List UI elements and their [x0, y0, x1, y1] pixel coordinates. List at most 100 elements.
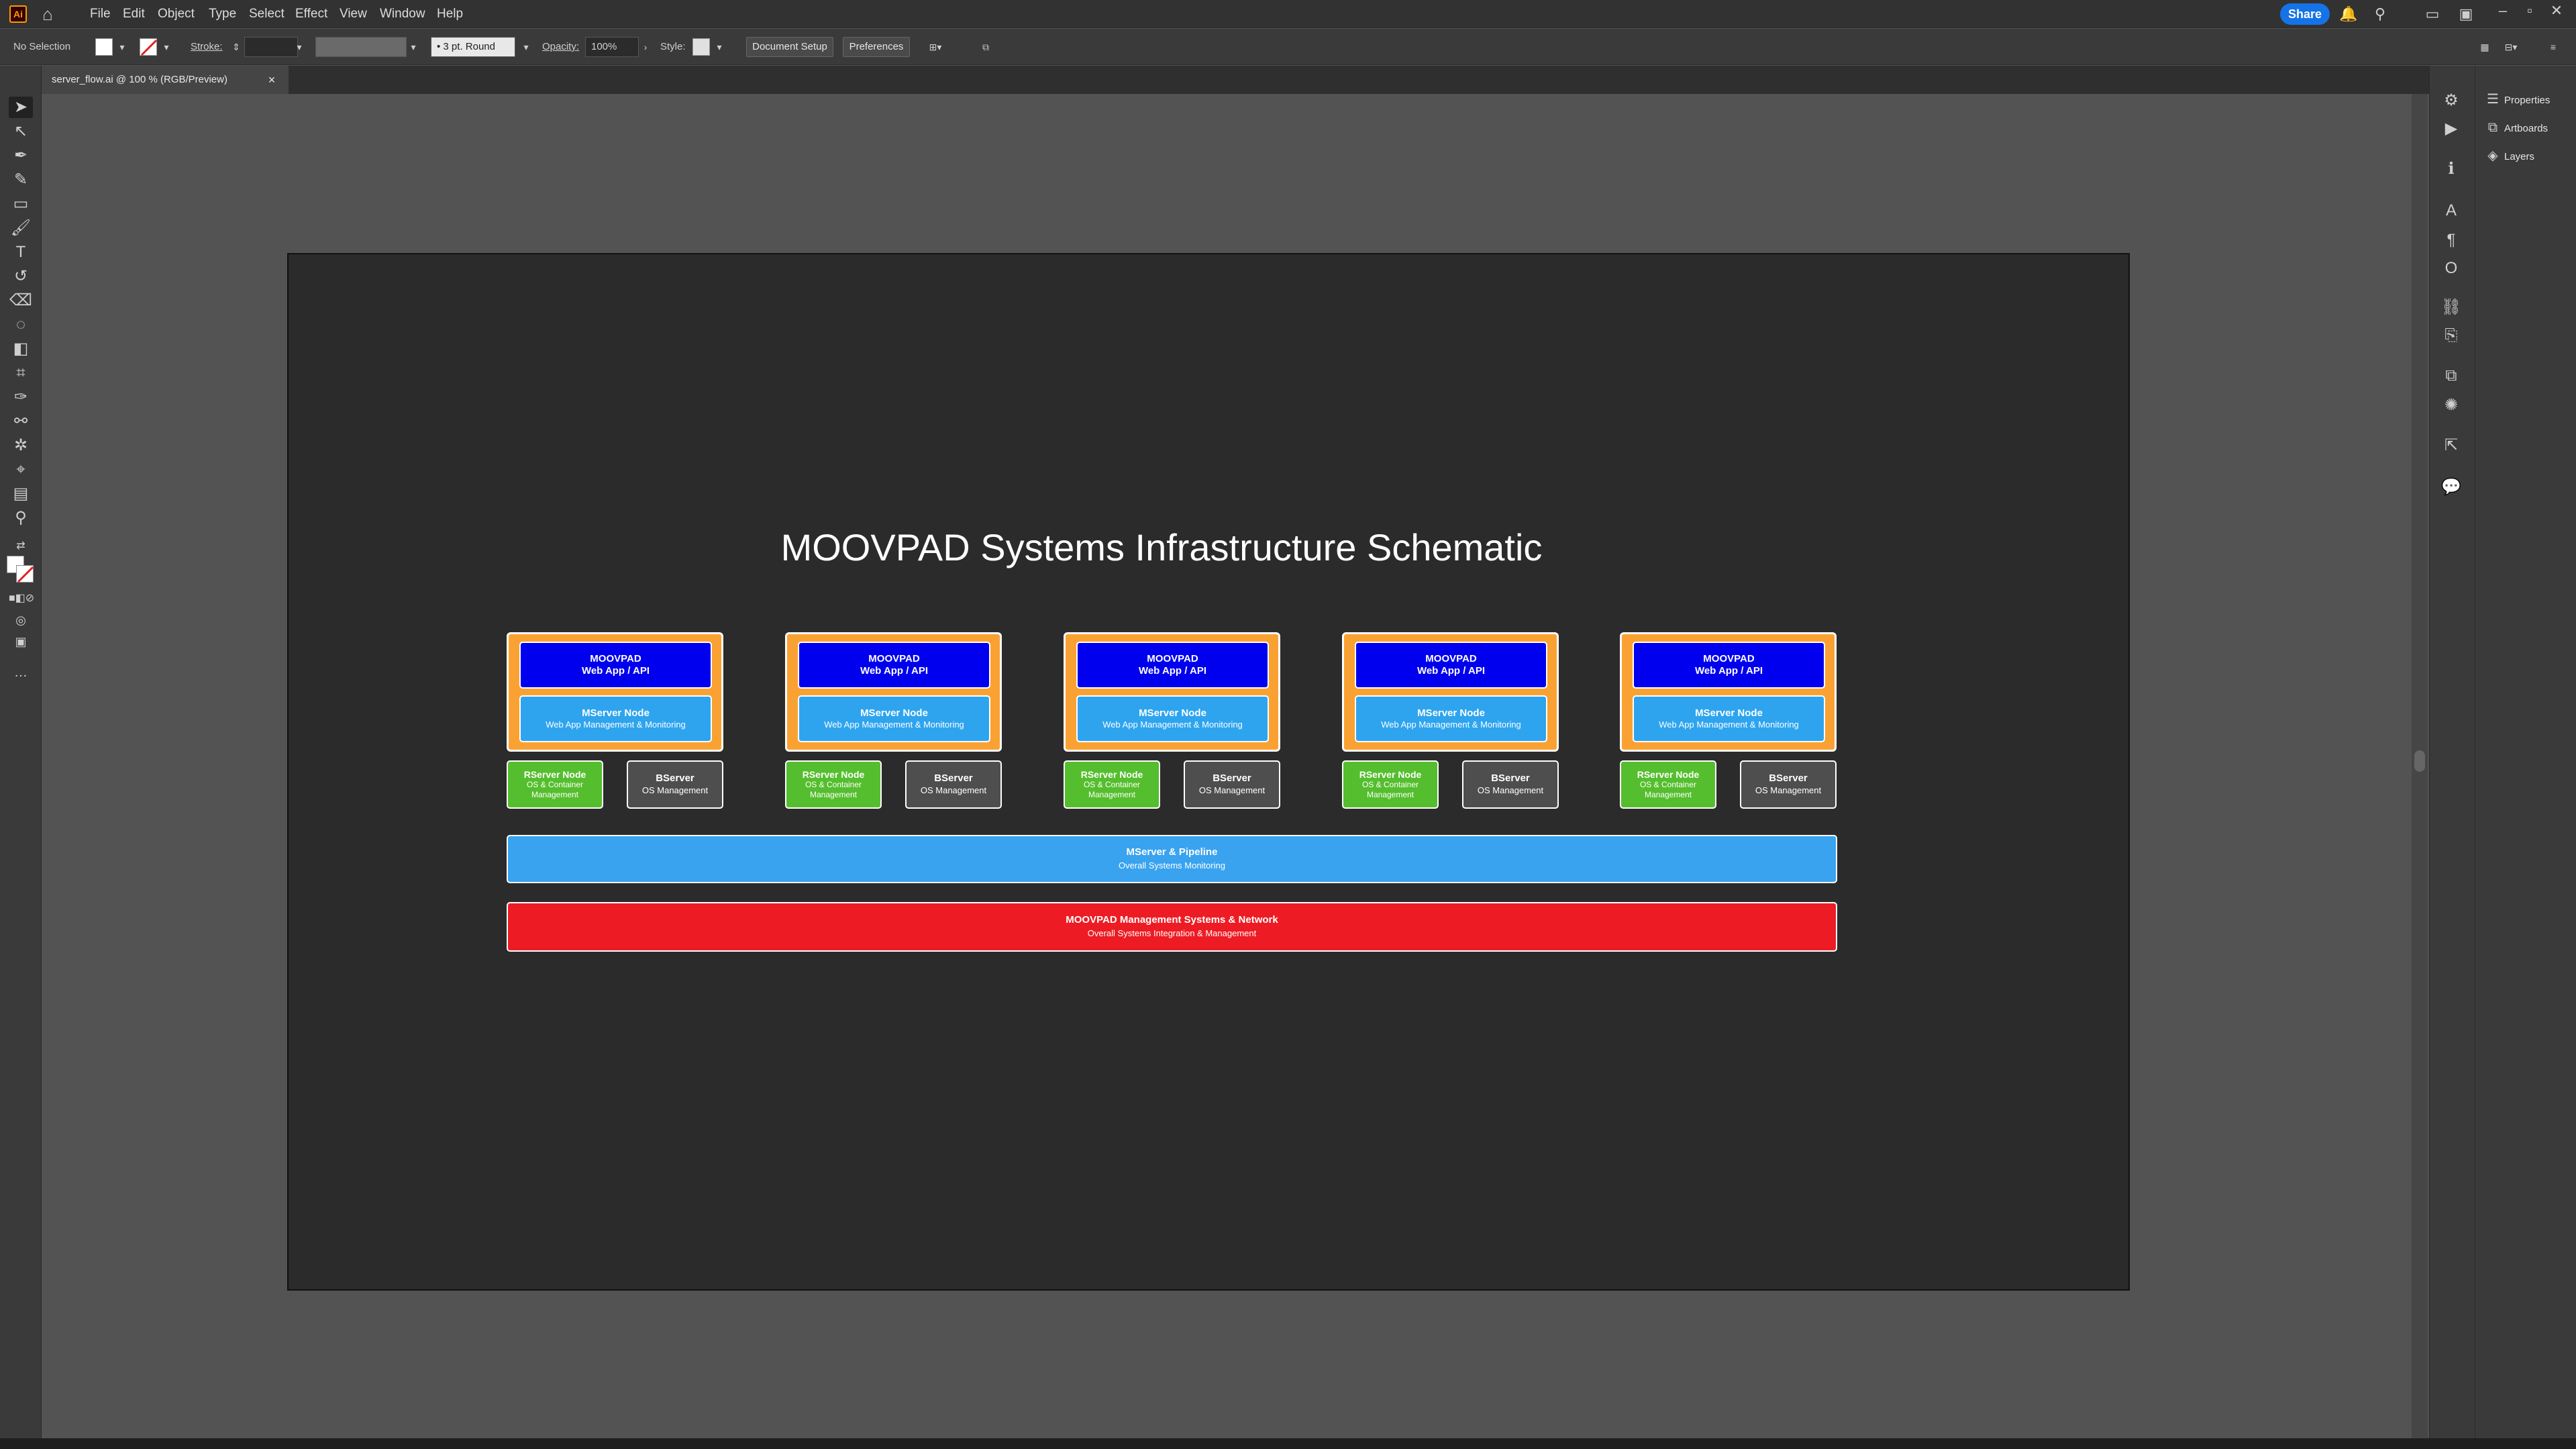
- direct-selection-tool-icon[interactable]: ↖: [13, 122, 28, 140]
- asset-export-icon[interactable]: ⎘: [2444, 326, 2458, 344]
- panel-tab-artboards[interactable]: ⧉Artboards: [2481, 114, 2575, 141]
- lasso-tool-icon[interactable]: ◌: [15, 315, 26, 334]
- type-tool-icon[interactable]: T: [15, 243, 26, 261]
- menu-help[interactable]: Help: [437, 7, 464, 21]
- document-setup-button[interactable]: Document Setup: [746, 37, 833, 57]
- appearance-icon[interactable]: ⚙: [2444, 91, 2459, 109]
- opacity-label[interactable]: Opacity:: [542, 41, 580, 52]
- style-swatch[interactable]: [692, 38, 710, 56]
- rotate-tool-icon[interactable]: ↺: [13, 267, 28, 285]
- eraser-tool-icon[interactable]: ⌫: [9, 291, 32, 309]
- chevron-down-icon[interactable]: ▾: [523, 42, 529, 52]
- export-icon[interactable]: ⇱: [2444, 436, 2459, 454]
- paintbrush-tool-icon[interactable]: 🖌: [10, 219, 32, 237]
- variable-width-field[interactable]: [315, 37, 407, 57]
- selection-tool-icon[interactable]: ➤: [9, 97, 33, 118]
- stroke-stepper-icon[interactable]: ⇕: [232, 42, 240, 52]
- chevron-down-icon[interactable]: ▾: [297, 42, 302, 52]
- chevron-down-icon[interactable]: ▾: [411, 42, 416, 52]
- color-mode-icon[interactable]: ■◧⊘: [9, 593, 35, 604]
- graph-tool-icon[interactable]: ▤: [13, 485, 29, 503]
- transform-icon[interactable]: ⧉: [982, 42, 989, 52]
- rectangle-tool-icon[interactable]: ▭: [13, 195, 29, 213]
- close-tab-icon[interactable]: ×: [268, 73, 276, 87]
- document-tab[interactable]: server_flow.ai @ 100 % (RGB/Preview): [42, 66, 289, 94]
- scrollbar-thumb[interactable]: [2414, 750, 2425, 772]
- paragraph-icon[interactable]: ¶: [2446, 231, 2456, 249]
- chevron-down-icon[interactable]: ▾: [119, 42, 125, 52]
- preferences-button[interactable]: Preferences: [843, 37, 910, 57]
- panel-tab-properties[interactable]: ☰Properties: [2481, 86, 2575, 113]
- menu-type[interactable]: Type: [209, 7, 237, 21]
- menu-effect[interactable]: Effect: [295, 7, 328, 21]
- symbol-tool-icon[interactable]: ✲: [13, 436, 28, 454]
- blend-tool-icon[interactable]: ⚯: [13, 412, 28, 430]
- libraries-icon[interactable]: ⧉: [2445, 366, 2457, 385]
- artboard-tool-icon[interactable]: ⌖: [16, 460, 25, 479]
- panel-options-icon[interactable]: ⊟▾: [2504, 42, 2518, 52]
- stroke-weight-field[interactable]: [244, 37, 298, 57]
- gradient-tool-icon[interactable]: ◧: [13, 340, 29, 358]
- actions-icon[interactable]: ▶: [2444, 119, 2458, 138]
- menu-edit[interactable]: Edit: [123, 7, 145, 21]
- info-icon[interactable]: ℹ: [2448, 160, 2455, 178]
- search-icon[interactable]: ⚲: [2374, 5, 2386, 22]
- panel-tab-layers[interactable]: ◈Layers: [2481, 142, 2575, 169]
- menu-window[interactable]: Window: [380, 7, 425, 21]
- menu-view[interactable]: View: [340, 7, 367, 21]
- home-icon[interactable]: ⌂: [42, 4, 53, 24]
- menu-select[interactable]: Select: [249, 7, 285, 21]
- arrange-docs-icon[interactable]: ▦: [2480, 42, 2489, 52]
- more-tools-icon[interactable]: …: [14, 665, 28, 680]
- opentype-icon[interactable]: O: [2444, 259, 2458, 277]
- curvature-tool-icon[interactable]: ✎: [13, 170, 28, 189]
- chevron-down-icon[interactable]: ▾: [164, 42, 169, 52]
- maximize-icon[interactable]: ▫: [2527, 2, 2532, 19]
- close-window-icon[interactable]: ✕: [2550, 2, 2563, 19]
- menu-file[interactable]: File: [90, 7, 111, 21]
- links-icon[interactable]: ⛓: [2440, 298, 2462, 316]
- mesh-tool-icon[interactable]: ⌗: [16, 364, 25, 382]
- color-theme-icon[interactable]: ✺: [2444, 396, 2459, 414]
- brush-field[interactable]: • 3 pt. Round: [431, 37, 515, 57]
- chevron-down-icon[interactable]: ▾: [717, 42, 722, 52]
- bell-icon[interactable]: 🔔: [2339, 5, 2358, 22]
- pen-tool-icon[interactable]: ✒: [13, 146, 28, 164]
- align-icon[interactable]: ⊞▾: [929, 42, 942, 52]
- pipeline-bar[interactable]: MServer & Pipeline Overall Systems Monit…: [507, 835, 1837, 883]
- workspace-icon[interactable]: ▭: [2425, 5, 2440, 22]
- swap-colors-icon[interactable]: ⇄: [16, 540, 25, 552]
- stroke-swatch[interactable]: [140, 38, 158, 56]
- stroke-label[interactable]: Stroke:: [191, 41, 223, 52]
- character-icon[interactable]: A: [2445, 201, 2457, 219]
- comments-icon[interactable]: 💬: [2441, 478, 2461, 496]
- arrange-icon[interactable]: ▣: [2459, 5, 2473, 22]
- minimize-icon[interactable]: –: [2498, 2, 2508, 19]
- eyedropper-tool-icon[interactable]: ✑: [13, 388, 28, 406]
- opacity-field[interactable]: 100%: [585, 37, 639, 57]
- chevron-right-icon[interactable]: ›: [643, 42, 648, 52]
- menu-icon[interactable]: ≡: [2550, 42, 2557, 52]
- fill-swatch[interactable]: [95, 38, 113, 56]
- menu-object[interactable]: Object: [158, 7, 195, 21]
- screen-mode-icon[interactable]: ▣: [15, 635, 27, 648]
- draw-mode-icon[interactable]: ◎: [15, 613, 26, 627]
